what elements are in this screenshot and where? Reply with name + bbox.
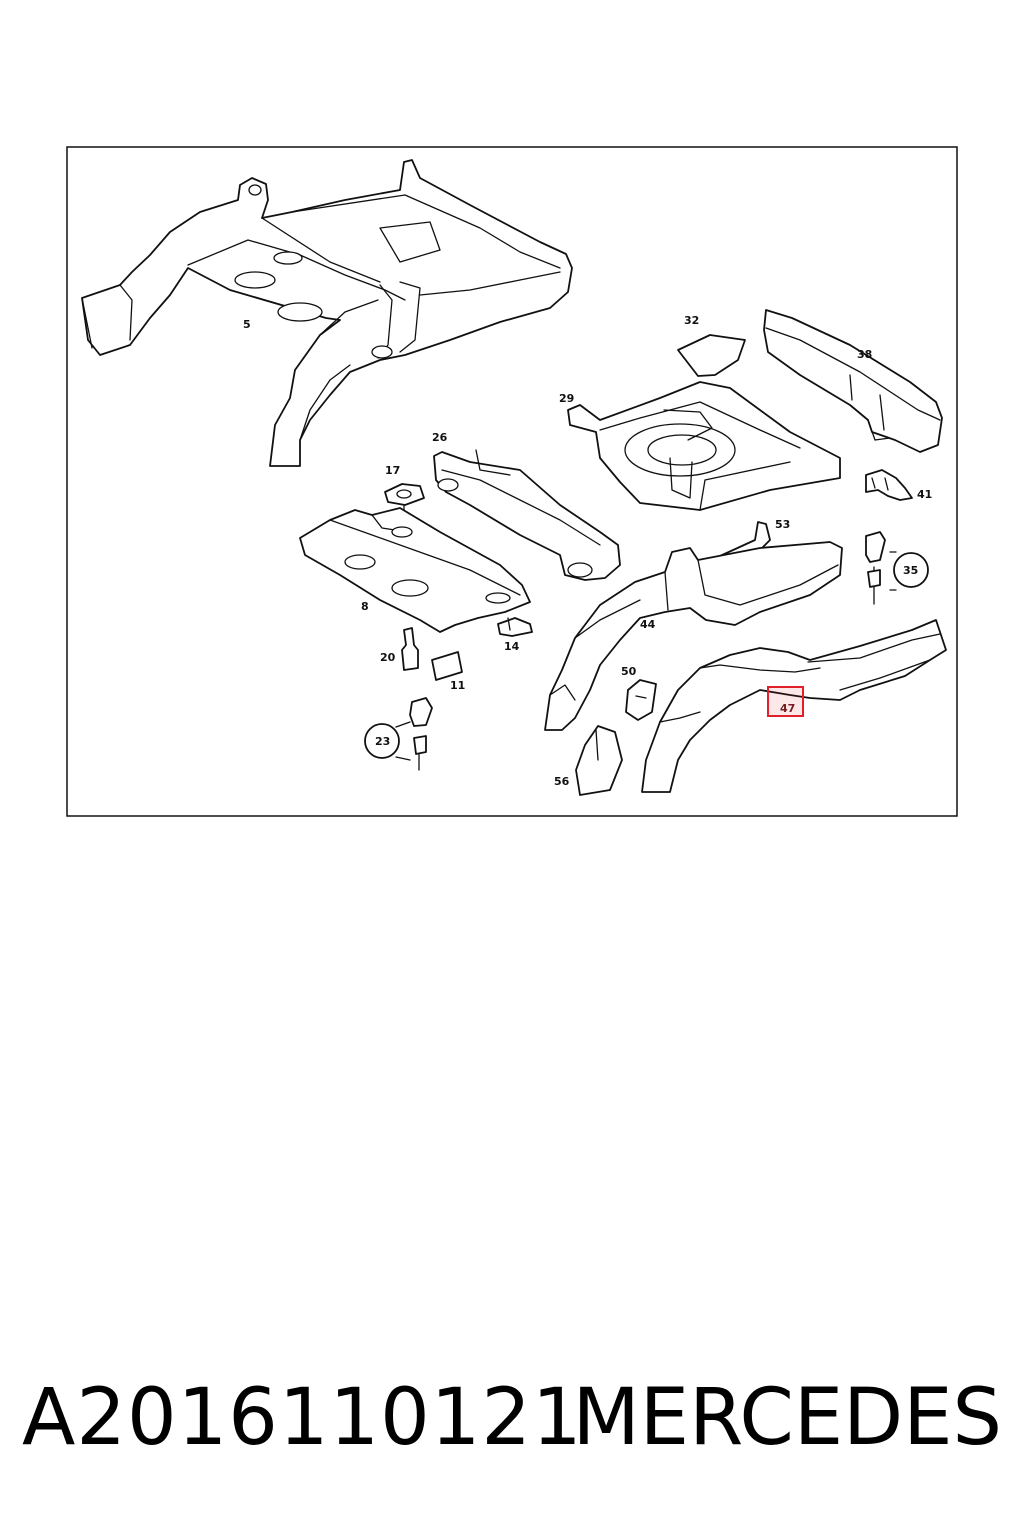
part-56-splash-shield	[575, 725, 623, 796]
callout-56: 56	[554, 775, 570, 788]
callout-35: 35	[903, 564, 918, 577]
part-32-cover	[677, 334, 746, 377]
callout-11: 11	[450, 679, 465, 692]
part-50-bracket	[625, 679, 657, 721]
callout-47-highlight: 47	[767, 686, 804, 717]
part-41-bracket	[865, 469, 913, 501]
callout-32: 32	[684, 314, 699, 327]
part-35-fastener-set	[865, 531, 929, 605]
part-47-side-rail-wheel-arch	[641, 619, 947, 793]
brand-text: MERCEDES	[572, 1373, 1003, 1463]
part-number-text: A2016110121	[22, 1373, 583, 1463]
callout-17: 17	[385, 464, 400, 477]
callout-47: 47	[780, 702, 795, 715]
callout-29: 29	[559, 392, 574, 405]
highlight-box	[767, 686, 804, 717]
parts-diagram: 5 32 38 29 26 17 41 53 35 8 44 14 20 11 …	[66, 146, 958, 817]
part-44-wheelhouse	[544, 541, 843, 731]
part-8-floor-pan	[299, 507, 531, 633]
callout-41: 41	[917, 488, 932, 501]
callout-53: 53	[775, 518, 790, 531]
callout-44: 44	[640, 618, 656, 631]
part-38-rear-crossmember	[763, 309, 943, 453]
callout-38: 38	[857, 348, 872, 361]
part-14-clip	[497, 617, 533, 637]
callout-20: 20	[380, 651, 396, 664]
part-26-crossmember-bar	[433, 449, 621, 581]
callout-14: 14	[504, 640, 520, 653]
part-29-spare-wheel-well	[567, 381, 841, 511]
callout-5: 5	[243, 318, 251, 331]
part-20-stud	[401, 627, 419, 671]
part-11-plate	[431, 651, 463, 681]
callout-50: 50	[621, 665, 637, 678]
part-23-fastener-set	[364, 697, 433, 771]
callout-8: 8	[361, 600, 369, 613]
callout-23: 23	[375, 735, 390, 748]
part-5-rear-floor-assembly	[81, 159, 573, 467]
callout-26: 26	[432, 431, 448, 444]
footer: A2016110121 MERCEDES	[0, 1368, 1024, 1468]
